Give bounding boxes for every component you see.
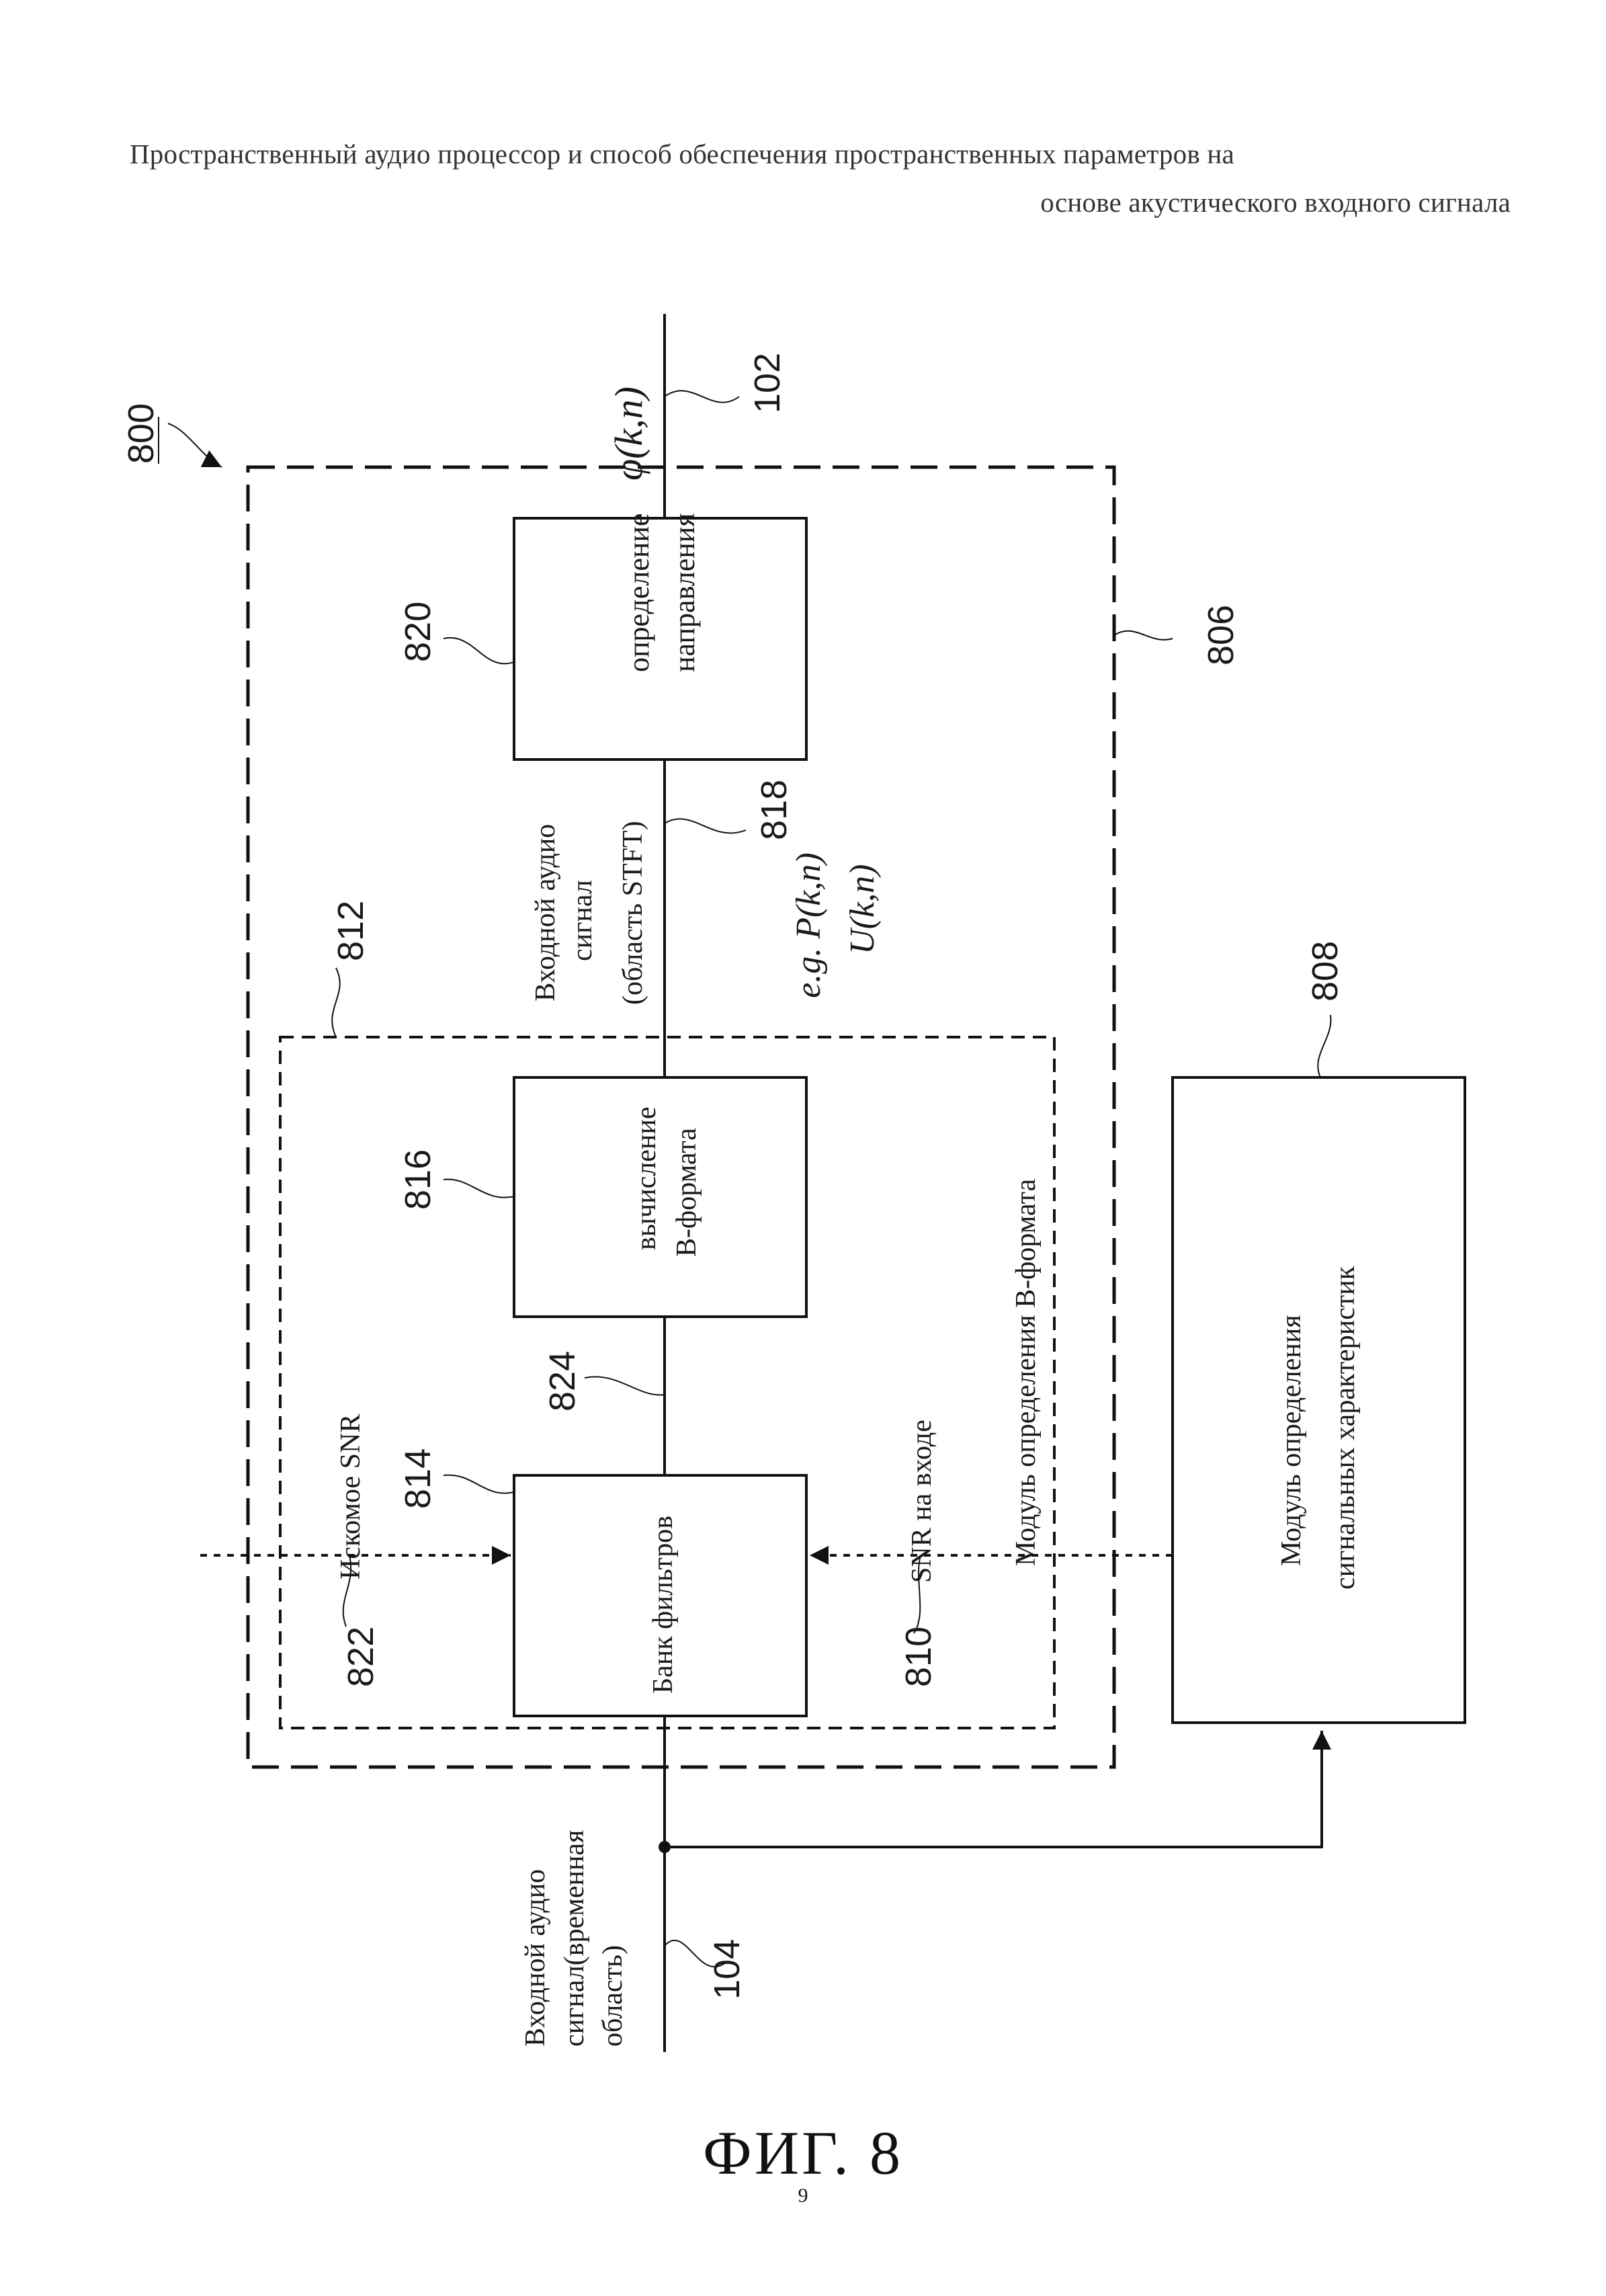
- document-title-line-2: основе акустического входного сигнала: [1040, 187, 1511, 218]
- svg-text:824: 824: [542, 1351, 583, 1411]
- svg-text:сигнал: сигнал: [567, 880, 598, 961]
- svg-text:U(k,n): U(k,n): [843, 864, 882, 954]
- ref-824: 824: [542, 1351, 665, 1411]
- output-signal-label: φ(k,n): [607, 386, 650, 481]
- bformat-computation-block: вычисление B-формата: [513, 1076, 808, 1318]
- svg-text:816: 816: [398, 1149, 438, 1210]
- svg-text:814: 814: [398, 1448, 438, 1509]
- branch-to-signal-char-arrow: [665, 1731, 1331, 1848]
- ref-816: 816: [398, 1149, 515, 1210]
- svg-text:(область STFT): (область STFT): [618, 821, 648, 1005]
- ref-104: 104: [664, 1939, 747, 2000]
- target-snr-label: Искомое SNR: [335, 1414, 366, 1580]
- bformat-module-812: [279, 1036, 1056, 1729]
- svg-text:808: 808: [1305, 941, 1345, 1001]
- page-number: 9: [798, 2184, 808, 2207]
- svg-text:область): область): [597, 1945, 628, 2047]
- svg-text:направления: направления: [668, 513, 701, 672]
- svg-text:102: 102: [747, 353, 788, 413]
- svg-text:820: 820: [398, 602, 438, 662]
- ref-820: 820: [398, 602, 515, 665]
- svg-text:сигнал(временная: сигнал(временная: [559, 1830, 590, 2047]
- system-ref-800: 800: [121, 403, 222, 468]
- ref-814: 814: [398, 1448, 515, 1509]
- direction-estimation-block: определение направления: [513, 513, 808, 761]
- figure-caption: ФИГ. 8: [703, 2119, 903, 2187]
- stft-signal-label: Входной аудио сигнал (область STFT): [530, 821, 648, 1005]
- signal-characteristics-block: Модуль определения сигнальных характерис…: [1171, 1076, 1466, 1724]
- ref-812: 812: [331, 901, 371, 1038]
- svg-text:810: 810: [898, 1627, 939, 1687]
- ref-822: 822: [341, 1555, 381, 1687]
- svg-text:806: 806: [1201, 605, 1241, 665]
- svg-text:Входной аудио: Входной аудио: [530, 824, 561, 1001]
- svg-text:Входной аудио: Входной аудио: [520, 1869, 551, 2047]
- svg-text:e.g. P(k,n): e.g. P(k,n): [790, 852, 828, 998]
- ref-818: 818: [664, 780, 794, 840]
- svg-text:818: 818: [754, 780, 794, 840]
- ref-806: 806: [1113, 605, 1241, 665]
- filter-bank-block: Банк фильтров: [513, 1474, 808, 1717]
- svg-text:800: 800: [121, 403, 161, 464]
- svg-text:Банк фильтров: Банк фильтров: [648, 1516, 679, 1694]
- svg-text:B-формата: B-формата: [671, 1128, 702, 1257]
- svg-text:определение: определение: [622, 513, 655, 672]
- svg-text:вычисление: вычисление: [631, 1107, 662, 1251]
- pointer-arrow-icon: [167, 423, 222, 468]
- svg-text:104: 104: [707, 1939, 747, 2000]
- stft-example-label: e.g. P(k,n) U(k,n): [790, 852, 882, 998]
- bformat-module-label: Модуль определения B-формата: [1011, 1179, 1042, 1566]
- svg-text:812: 812: [331, 901, 371, 961]
- input-snr-label: SNR на входе: [906, 1420, 937, 1583]
- input-signal-label: Входной аудио сигнал(временная область): [520, 1830, 628, 2047]
- svg-text:Модуль определения: Модуль определения: [1276, 1315, 1307, 1566]
- svg-text:822: 822: [341, 1627, 381, 1687]
- ref-102: 102: [664, 353, 788, 413]
- processor-block-806: [246, 465, 1116, 1769]
- ref-808: 808: [1305, 941, 1345, 1078]
- svg-text:сигнальных характеристик: сигнальных характеристик: [1330, 1266, 1361, 1590]
- ref-810: 810: [898, 1555, 939, 1687]
- document-title-line-1: Пространственный аудио процессор и спосо…: [130, 138, 1234, 169]
